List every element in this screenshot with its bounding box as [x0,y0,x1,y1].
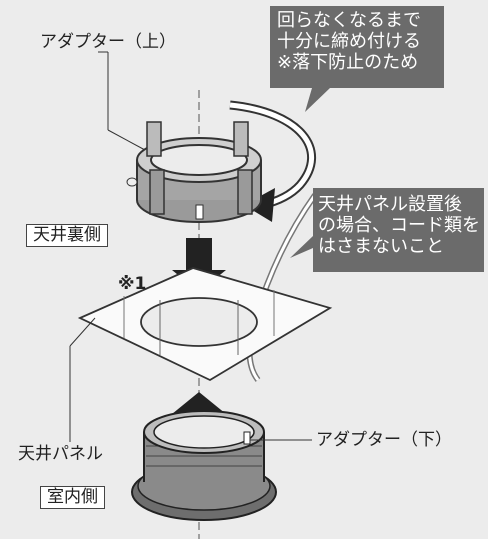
ceiling-panel [77,267,333,382]
upper-adapter [126,121,262,223]
rotation-arrow-fill [229,102,314,208]
tighten-callout-bubble [270,6,444,112]
tighten-line-1: 回らなくなるまで [277,10,421,31]
cord-line-2: の場合、コード類を [318,215,480,236]
adapter-lower-label: アダプター（下） [316,430,452,450]
cord-callout-text: 天井パネル設置後 の場合、コード類を はさまないこと [318,194,480,257]
adapter-upper-label: アダプター（上） [40,32,176,52]
lower-adapter [131,410,277,521]
ceiling-back-label: 天井裏側 [26,224,108,247]
tighten-callout-text: 回らなくなるまで 十分に締め付ける ※落下防止のため [277,10,421,73]
tighten-line-2: 十分に締め付ける [277,31,421,52]
cord-line-1: 天井パネル設置後 [318,194,462,215]
cord-line-3: はさまないこと [318,236,444,257]
cord-callout-bubble [290,188,484,272]
ceiling-panel-label: 天井パネル [18,444,103,464]
tighten-line-3: ※落下防止のため [277,52,419,73]
indoor-side-label: 室内側 [40,486,105,509]
note-mark: ※1 [118,274,147,294]
